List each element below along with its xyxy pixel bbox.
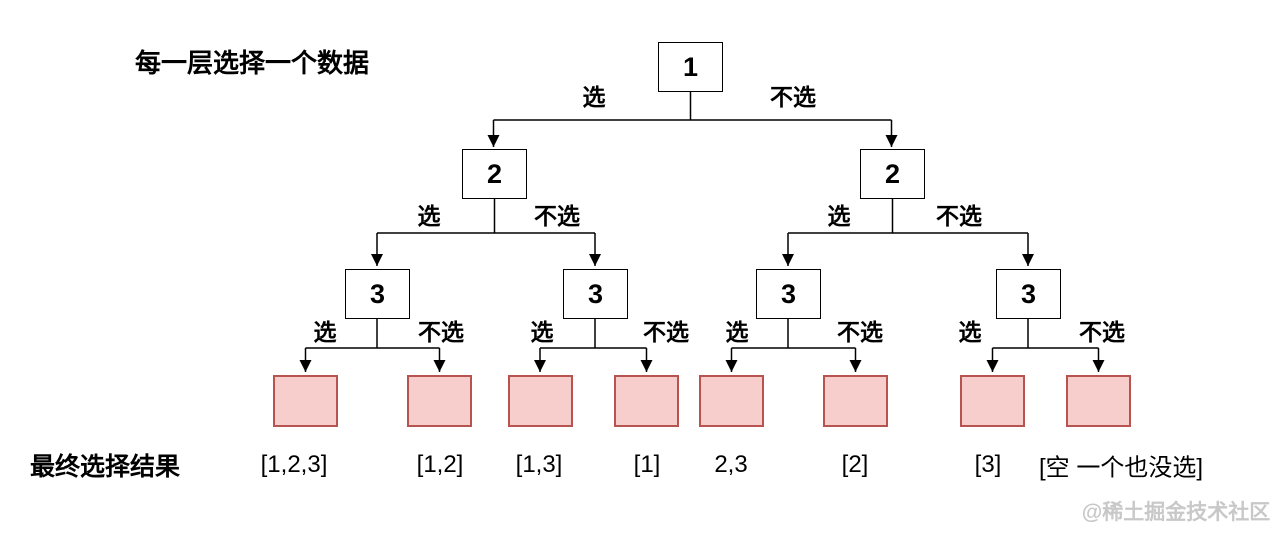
edge-label-select: 选	[417, 203, 441, 229]
edge-label-not-select: 不选	[1079, 319, 1125, 345]
node-3-fourth: 3	[996, 269, 1061, 319]
node-1: 1	[658, 42, 723, 92]
leaf-box-6	[823, 375, 888, 427]
node-3-third: 3	[756, 269, 821, 319]
edge-label-not-select: 不选	[837, 319, 883, 345]
edge-label-select: 选	[313, 319, 337, 345]
watermark: @稀土掘金技术社区	[1081, 501, 1271, 524]
leaf-box-1	[273, 375, 338, 427]
edge-label-not-select: 不选	[534, 203, 580, 229]
result-label-7: [3]	[974, 451, 1002, 478]
edge-label-not-select: 不选	[643, 319, 689, 345]
node-2-left: 2	[462, 149, 527, 199]
edge-label-select: 选	[725, 319, 749, 345]
node-3-first: 3	[345, 269, 410, 319]
node-3-second: 3	[563, 269, 628, 319]
node-2-right: 2	[860, 149, 925, 199]
result-label-1: [1,2,3]	[260, 451, 328, 478]
edge-label-not-select: 不选	[418, 319, 464, 345]
leaf-box-8	[1066, 375, 1131, 427]
edge-label-select: 选	[958, 319, 982, 345]
edge-label-select: 选	[582, 84, 606, 110]
leaf-box-3	[508, 375, 573, 427]
result-caption: 最终选择结果	[30, 453, 181, 481]
leaf-box-4	[614, 375, 679, 427]
leaf-box-7	[960, 375, 1025, 427]
result-label-6: [2]	[841, 451, 869, 478]
result-label-3: [1,3]	[515, 451, 563, 478]
edge-label-not-select: 不选	[770, 84, 816, 110]
edge-label-not-select: 不选	[936, 203, 982, 229]
diagram-title: 每一层选择一个数据	[135, 48, 370, 78]
result-label-2: [1,2]	[416, 451, 464, 478]
result-label-4: [1]	[633, 451, 661, 478]
result-label-8: [空 一个也没选]	[1038, 454, 1204, 482]
edge-label-select: 选	[827, 203, 851, 229]
leaf-box-2	[407, 375, 472, 427]
result-label-5: 2,3	[714, 451, 748, 478]
leaf-box-5	[699, 375, 764, 427]
edge-label-select: 选	[530, 319, 554, 345]
